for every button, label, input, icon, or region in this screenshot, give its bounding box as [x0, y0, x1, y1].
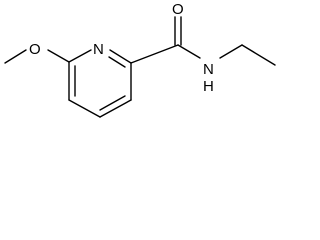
- ring-nitrogen-label: N: [93, 41, 104, 58]
- bond-carbonyl-c-n: [177, 44, 201, 59]
- bond-c6-n1: [68, 49, 92, 63]
- bond-c3-c4-inner: [99, 95, 126, 111]
- bond-o-ring-c6: [47, 49, 70, 63]
- amide-hydrogen-label: H: [203, 78, 214, 95]
- amide-nitrogen-label: N: [203, 61, 214, 78]
- bond-ch2-ch3: [241, 44, 276, 66]
- bond-n1-c2: [109, 49, 132, 64]
- carbonyl-oxygen-label: O: [172, 1, 184, 18]
- bond-methyl-o: [4, 49, 27, 64]
- bond-c3-c4: [99, 99, 132, 118]
- bond-c2-carbonyl-c: [130, 44, 179, 64]
- methoxy-oxygen-label: O: [29, 41, 41, 58]
- bond-c4-c5: [68, 99, 101, 118]
- chemical-structure: O N O N H: [4, 1, 276, 118]
- bond-n-ch2: [219, 44, 243, 59]
- bond-n1-c2-inner: [108, 56, 126, 68]
